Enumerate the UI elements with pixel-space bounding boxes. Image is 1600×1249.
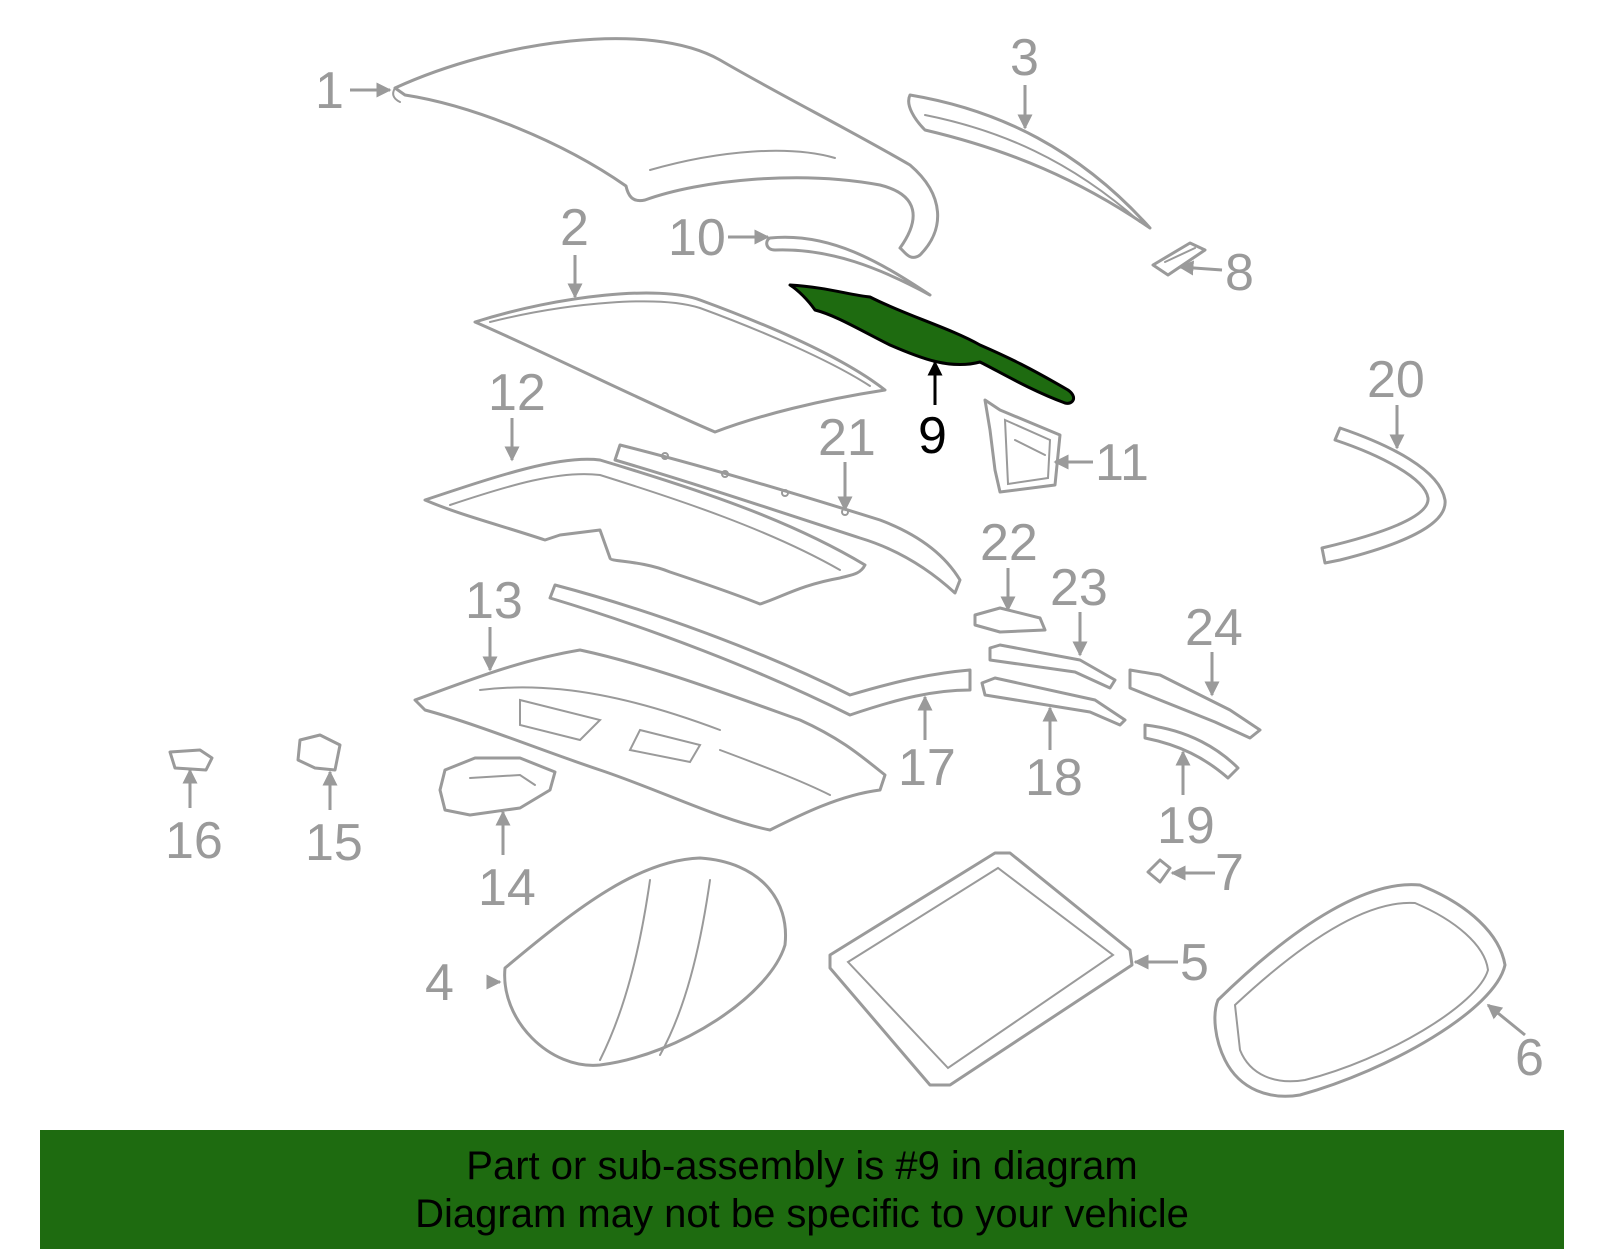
callout-20: 20	[1367, 351, 1425, 409]
callout-9: 9	[918, 407, 947, 465]
callout-15: 15	[305, 814, 363, 872]
part-14-bracket	[438, 756, 557, 817]
callout-22: 22	[980, 514, 1038, 572]
part-16-clip	[168, 748, 214, 772]
callout-5: 5	[1180, 934, 1209, 992]
part-23-strip	[988, 643, 1117, 690]
callout-18: 18	[1025, 749, 1083, 807]
callout-1: 1	[315, 62, 344, 120]
callout-16: 16	[165, 812, 223, 870]
part-1-roof-panel	[392, 37, 940, 259]
part-4-glass	[503, 856, 788, 1067]
part-19-strip	[1143, 723, 1240, 780]
callout-10: 10	[668, 209, 726, 267]
callout-13: 13	[465, 572, 523, 630]
part-12-trim-panel	[423, 457, 867, 606]
leader-lines	[182, 82, 1526, 1037]
part-13-shelf	[413, 648, 887, 832]
callout-21: 21	[818, 409, 876, 467]
callout-23: 23	[1050, 559, 1108, 617]
part-22-piece	[973, 606, 1047, 634]
callout-labels: 1 2 3 4 5 6 7 8 9 10 11 12 13 14 15 16 1…	[165, 29, 1544, 1087]
banner-line-2: Diagram may not be specific to your vehi…	[415, 1192, 1189, 1236]
part-3-side-rail	[907, 93, 1152, 230]
part-10-seal-strip	[765, 235, 932, 297]
callout-4: 4	[425, 954, 454, 1012]
part-9-highlighted	[788, 283, 1076, 405]
callout-7: 7	[1215, 844, 1244, 902]
part-2-headliner	[473, 291, 887, 434]
callout-19: 19	[1157, 797, 1215, 855]
part-24-strip	[1128, 668, 1262, 740]
callout-24: 24	[1185, 599, 1243, 657]
callout-14: 14	[478, 859, 536, 917]
callout-12: 12	[488, 364, 546, 422]
part-15-clip	[296, 733, 342, 772]
banner-line-1: Part or sub-assembly is #9 in diagram	[466, 1144, 1138, 1188]
callout-8: 8	[1225, 244, 1254, 302]
callout-6: 6	[1515, 1029, 1544, 1087]
part-5-frame	[828, 851, 1134, 1087]
part-6-seal	[1213, 883, 1507, 1098]
callout-11: 11	[1095, 434, 1149, 492]
callout-2: 2	[560, 199, 589, 257]
info-banner: Part or sub-assembly is #9 in diagram Di…	[40, 1130, 1564, 1249]
part-11-bracket	[983, 398, 1062, 494]
part-18-strip	[980, 676, 1127, 727]
part-8-clip	[1151, 241, 1207, 277]
part-20-curved-rail	[1320, 426, 1447, 565]
part-7-clip	[1146, 858, 1172, 884]
callout-17: 17	[898, 739, 956, 797]
part-21-rail	[613, 443, 962, 595]
part-17-strip	[548, 583, 972, 717]
callout-3: 3	[1010, 29, 1039, 87]
